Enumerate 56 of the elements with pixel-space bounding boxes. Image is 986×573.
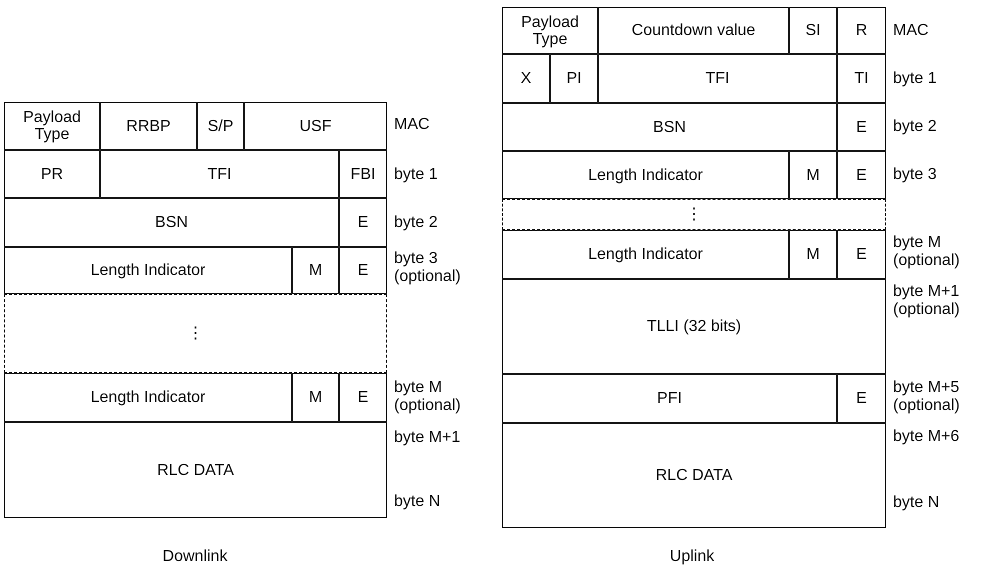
packet-field: Length Indicator [502, 230, 789, 279]
packet-field: M [789, 230, 837, 279]
row-label: byte 1 [893, 70, 937, 87]
packet-field: TLLI (32 bits) [502, 279, 886, 374]
packet-field: RLC DATA [4, 422, 387, 518]
packet-field: E [837, 103, 886, 151]
packet-field: Payload Type [4, 102, 100, 150]
packet-field: E [339, 373, 387, 422]
row-label: byte M+1 (optional) [893, 283, 960, 318]
packet-field: E [837, 230, 886, 279]
packet-field: BSN [502, 103, 837, 151]
row-label: byte N [893, 494, 940, 511]
ellipsis-field: ⋮ [502, 199, 886, 230]
caption: Downlink [162, 548, 228, 565]
packet-field: X [502, 54, 550, 103]
packet-field: E [837, 151, 886, 199]
packet-field: E [837, 374, 886, 423]
row-label: MAC [394, 116, 430, 133]
packet-field: PI [550, 54, 598, 103]
packet-field: E [339, 198, 387, 247]
row-label: byte 3 (optional) [394, 250, 461, 285]
packet-field: M [292, 247, 339, 294]
packet-field: Countdown value [598, 7, 789, 54]
packet-field: RLC DATA [502, 423, 886, 528]
row-label: byte M+6 [893, 428, 960, 445]
row-label: MAC [893, 22, 929, 39]
packet-field: TI [837, 54, 886, 103]
packet-field: Length Indicator [4, 247, 292, 294]
packet-field: PFI [502, 374, 837, 423]
row-label: byte N [394, 493, 440, 510]
row-label: byte 3 [893, 166, 937, 183]
packet-field: Length Indicator [4, 373, 292, 422]
packet-field: SI [789, 7, 837, 54]
packet-field: PR [4, 150, 100, 198]
packet-field: Length Indicator [502, 151, 789, 199]
row-label: byte 2 [394, 214, 438, 231]
packet-field: FBI [339, 150, 387, 198]
packet-field: Payload Type [502, 7, 598, 54]
packet-field: USF [244, 102, 387, 150]
packet-field: S/P [197, 102, 244, 150]
row-label: byte M (optional) [893, 234, 960, 269]
caption: Uplink [670, 548, 714, 565]
row-label: byte 2 [893, 118, 937, 135]
row-label: byte M+1 [394, 429, 460, 446]
packet-field: BSN [4, 198, 339, 247]
packet-field: M [292, 373, 339, 422]
ellipsis-field: ⋮ [4, 294, 387, 373]
packet-field: R [837, 7, 886, 54]
packet-field: RRBP [100, 102, 197, 150]
row-label: byte M+5 (optional) [893, 379, 960, 414]
packet-field: E [339, 247, 387, 294]
packet-field: M [789, 151, 837, 199]
packet-field: TFI [100, 150, 339, 198]
row-label: byte M (optional) [394, 379, 461, 414]
row-label: byte 1 [394, 166, 438, 183]
packet-field: TFI [598, 54, 837, 103]
